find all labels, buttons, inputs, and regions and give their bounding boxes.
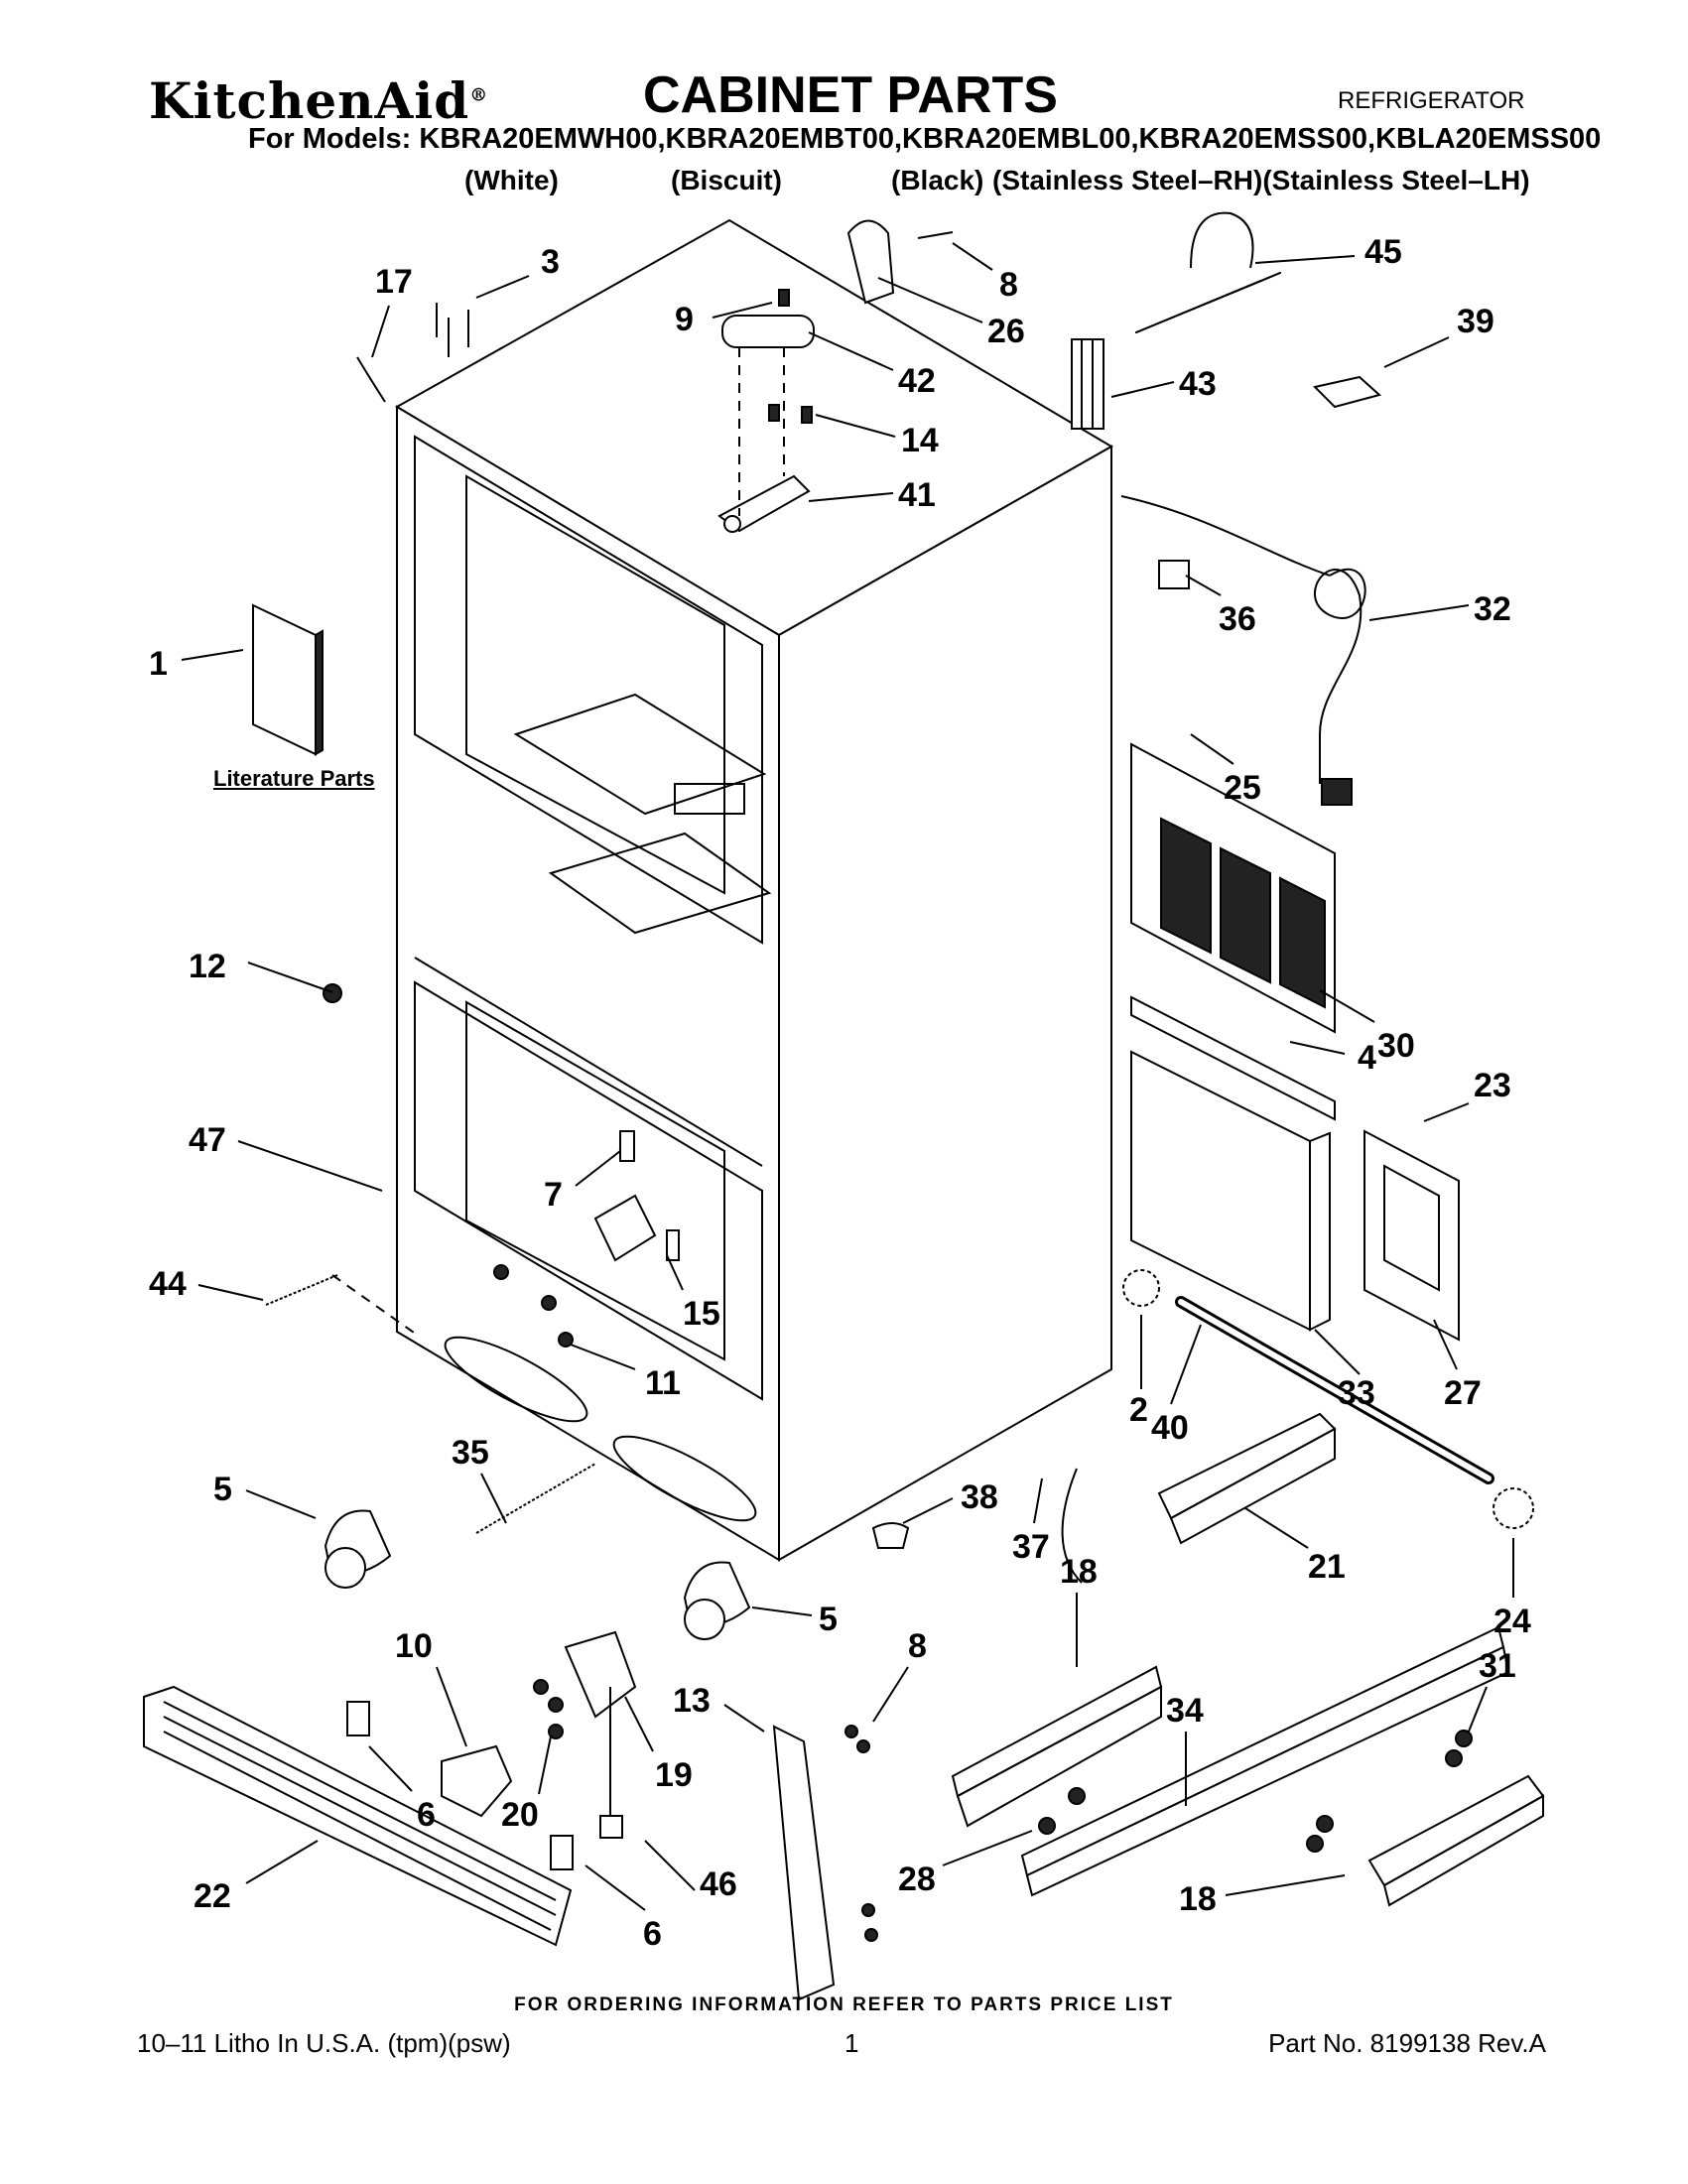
callout-17: 17 <box>375 263 413 301</box>
litho-info: 10–11 Litho In U.S.A. (tpm)(psw) <box>137 2028 511 2058</box>
callout-41: 41 <box>898 476 936 514</box>
callout-33: 33 <box>1338 1374 1375 1412</box>
callout-27: 27 <box>1444 1374 1482 1412</box>
callout-12: 12 <box>189 948 226 985</box>
callout-22: 22 <box>194 1877 231 1915</box>
callout-19: 19 <box>655 1756 693 1794</box>
brand-registered-mark: ® <box>469 84 489 106</box>
product-type: REFRIGERATOR <box>1338 87 1525 114</box>
callout-5-left: 5 <box>213 1471 232 1508</box>
callout-26: 26 <box>987 313 1025 350</box>
callout-47: 47 <box>189 1121 226 1159</box>
callout-2: 2 <box>1129 1391 1148 1429</box>
callout-13: 13 <box>673 1682 711 1720</box>
brand-name: KitchenAid <box>149 71 470 130</box>
callout-18-upper: 18 <box>1060 1553 1098 1591</box>
variant-stainless: (Stainless Steel–RH)(Stainless Steel–LH) <box>992 165 1530 195</box>
callout-45: 45 <box>1364 233 1402 271</box>
callout-24: 24 <box>1493 1603 1531 1640</box>
brand-logo: KitchenAid® <box>149 71 488 130</box>
callout-25: 25 <box>1224 769 1261 807</box>
callout-20: 20 <box>501 1796 539 1834</box>
callout-44: 44 <box>149 1265 187 1303</box>
callout-11: 11 <box>645 1364 681 1402</box>
callout-32: 32 <box>1474 590 1511 628</box>
callout-43: 43 <box>1179 365 1217 403</box>
callout-9: 9 <box>675 301 694 338</box>
callout-39: 39 <box>1457 303 1494 340</box>
callout-30: 30 <box>1377 1027 1415 1065</box>
callout-5-right: 5 <box>819 1601 838 1638</box>
callout-8-top: 8 <box>999 266 1018 304</box>
callout-37: 37 <box>1012 1528 1050 1566</box>
callout-labels: 1 2 3 4 5 5 6 6 7 8 8 9 10 11 12 13 14 1… <box>149 233 1531 1953</box>
wheels-and-fasteners <box>265 983 910 1640</box>
variant-black: (Black) <box>891 165 984 195</box>
cabinet-body <box>395 218 1113 1562</box>
callout-46: 46 <box>700 1865 737 1903</box>
callout-28: 28 <box>898 1861 936 1898</box>
callout-10: 10 <box>395 1627 433 1665</box>
callout-6-upper: 6 <box>417 1796 436 1834</box>
callout-3: 3 <box>541 243 560 281</box>
callout-42: 42 <box>898 362 936 400</box>
literature-book <box>252 603 324 756</box>
callout-14: 14 <box>901 422 939 459</box>
callout-6-lower: 6 <box>643 1915 662 1953</box>
drawer-rails <box>951 1625 1545 1907</box>
callout-18-lower: 18 <box>1179 1880 1217 1918</box>
part-number: Part No. 8199138 Rev.A <box>1268 2028 1546 2058</box>
variant-biscuit: (Biscuit) <box>671 165 782 195</box>
callout-8-lower: 8 <box>908 1627 927 1665</box>
top-hinge-assembly <box>717 289 815 533</box>
callout-1: 1 <box>149 645 168 683</box>
drawer-drive-parts <box>1061 1269 1534 1584</box>
lower-front-parts <box>143 1630 878 2001</box>
callout-31: 31 <box>1479 1647 1516 1685</box>
rear-panels <box>1130 742 1460 1342</box>
ordering-note: FOR ORDERING INFORMATION REFER TO PARTS … <box>514 1994 1174 2015</box>
interior-parts <box>493 1130 680 1348</box>
callout-35: 35 <box>452 1434 489 1472</box>
callout-34: 34 <box>1166 1692 1204 1730</box>
callout-21: 21 <box>1308 1548 1346 1586</box>
callout-4: 4 <box>1358 1039 1376 1077</box>
models-line: For Models: KBRA20EMWH00,KBRA20EMBT00,KB… <box>248 123 1602 155</box>
callout-15: 15 <box>683 1295 720 1333</box>
callout-36: 36 <box>1219 600 1256 638</box>
variant-white: (White) <box>464 165 559 195</box>
top-screws <box>356 303 469 403</box>
callout-23: 23 <box>1474 1067 1511 1104</box>
literature-parts-label: Literature Parts <box>213 766 375 791</box>
upper-right-parts <box>846 211 1382 806</box>
callout-7: 7 <box>544 1176 563 1214</box>
callout-38: 38 <box>961 1478 998 1516</box>
callout-arrows <box>181 242 1514 1911</box>
page-number: 1 <box>844 2028 859 2058</box>
page-title: CABINET PARTS <box>643 66 1058 124</box>
callout-40: 40 <box>1151 1409 1189 1447</box>
